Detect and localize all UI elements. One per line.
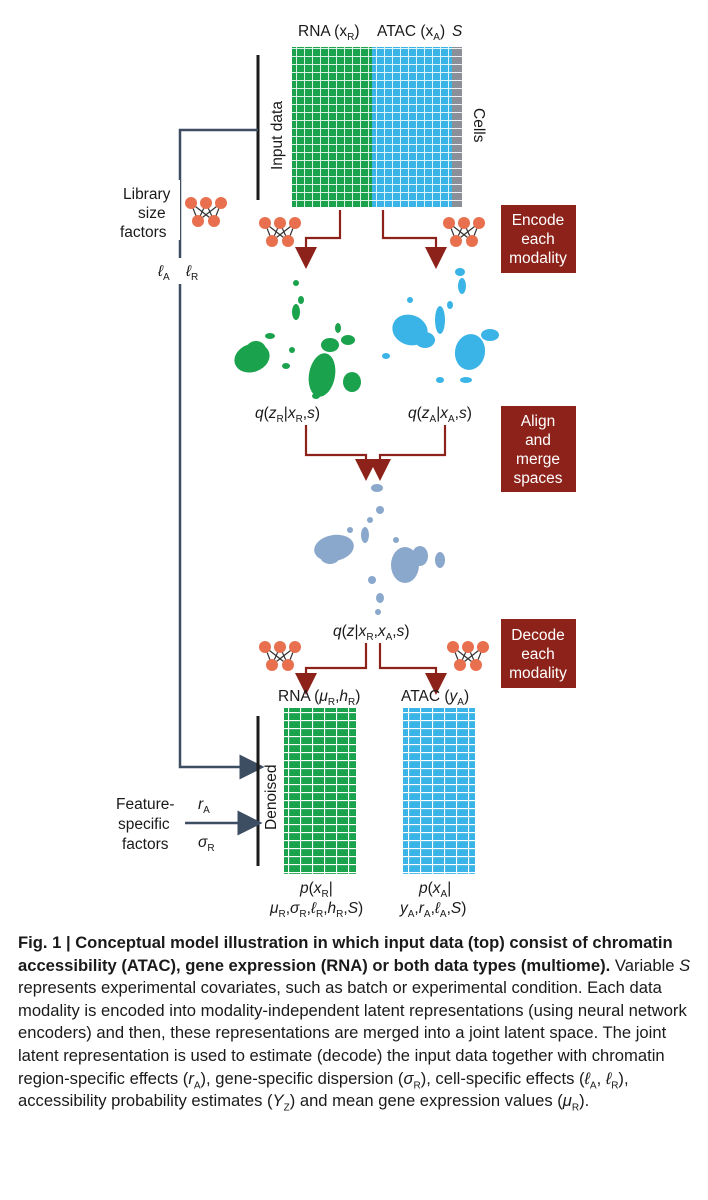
encode-arrow-atac <box>381 210 447 269</box>
decode-text-2: each <box>521 646 555 663</box>
neural-network-icons <box>185 197 489 671</box>
align-text-1: Align <box>521 413 555 430</box>
atac-input-label: ATAC (xA) <box>377 23 445 43</box>
atac-output-label: ATAC (yA) <box>401 688 469 708</box>
neural-net-icon-library <box>185 197 227 227</box>
input-data-label: Input data <box>269 101 286 170</box>
p-atac-label-1: p(xA| <box>418 880 451 900</box>
atac-output-matrix <box>403 708 475 874</box>
feature-label-3: factors <box>122 836 169 853</box>
rna-latent-umap <box>234 280 361 399</box>
caption-title: Fig. 1 | Conceptual model illustration i… <box>18 933 673 975</box>
q-atac-label: q(zA|xA,s) <box>408 405 472 425</box>
rna-input-label: RNA (xR) <box>298 23 360 43</box>
align-text-3: merge <box>516 451 560 468</box>
neural-net-icon-decode-rna <box>259 641 301 671</box>
latent-embeddings <box>234 268 499 615</box>
encode-text-1: Encode <box>512 212 565 229</box>
align-box <box>501 406 576 492</box>
cells-label: Cells <box>470 108 487 143</box>
neural-net-icon-encode-atac <box>443 217 485 247</box>
joint-latent-umap <box>314 484 445 615</box>
q-rna-label: q(zR|xR,s) <box>255 405 320 425</box>
encode-text-3: modality <box>509 250 567 267</box>
model-diagram: RNA (xR) ATAC (xA) S Input data Cells Li… <box>116 23 576 920</box>
library-label-3: factors <box>120 224 167 241</box>
q-joint-label: q(z|xR,xA,s) <box>333 623 410 643</box>
figure-caption: Fig. 1 | Conceptual model illustration i… <box>18 932 693 1113</box>
decode-text-3: modality <box>509 665 567 682</box>
feature-label-2: specific <box>118 816 170 833</box>
align-text-4: spaces <box>513 470 562 487</box>
neural-net-icon-decode-atac <box>447 641 489 671</box>
denoised-label: Denoised <box>263 765 280 831</box>
decode-box <box>501 619 576 688</box>
p-rna-label-1: p(xR| <box>299 880 333 900</box>
encode-text-2: each <box>521 231 555 248</box>
atac-latent-umap <box>382 268 499 383</box>
rna-output-matrix <box>284 708 356 874</box>
encode-box <box>501 205 576 273</box>
rna-input-matrix <box>292 47 372 207</box>
decode-text-1: Decode <box>511 627 564 644</box>
l-a-label: ℓA <box>157 263 170 283</box>
r-a-label: rA <box>198 796 210 816</box>
decode-arrow-atac <box>378 643 447 695</box>
library-label-1: Library <box>123 186 171 203</box>
align-arrow-atac <box>369 425 447 481</box>
align-arrow-rna <box>304 425 377 481</box>
feature-label-1: Feature- <box>116 796 175 813</box>
library-label-2: size <box>138 205 166 222</box>
l-r-label: ℓR <box>185 263 198 283</box>
encode-arrow-rna <box>295 210 342 269</box>
covariate-s-label: S <box>452 23 463 40</box>
caption-body: Variable S represents experimental covar… <box>18 955 691 1114</box>
sigma-r-label: σR <box>198 834 215 854</box>
rna-output-label: RNA (μR,hR) <box>278 688 360 708</box>
p-atac-label-2: yA,rA,ℓA,S) <box>399 900 466 920</box>
align-text-2: and <box>525 432 551 449</box>
p-rna-label-2: μR,σR,ℓR,hR,S) <box>269 900 363 920</box>
neural-net-icon-encode-rna <box>259 217 301 247</box>
decode-arrow-rna <box>295 643 368 695</box>
covariate-matrix <box>452 47 462 207</box>
atac-input-matrix <box>372 47 452 207</box>
library-size-connector <box>178 128 265 780</box>
